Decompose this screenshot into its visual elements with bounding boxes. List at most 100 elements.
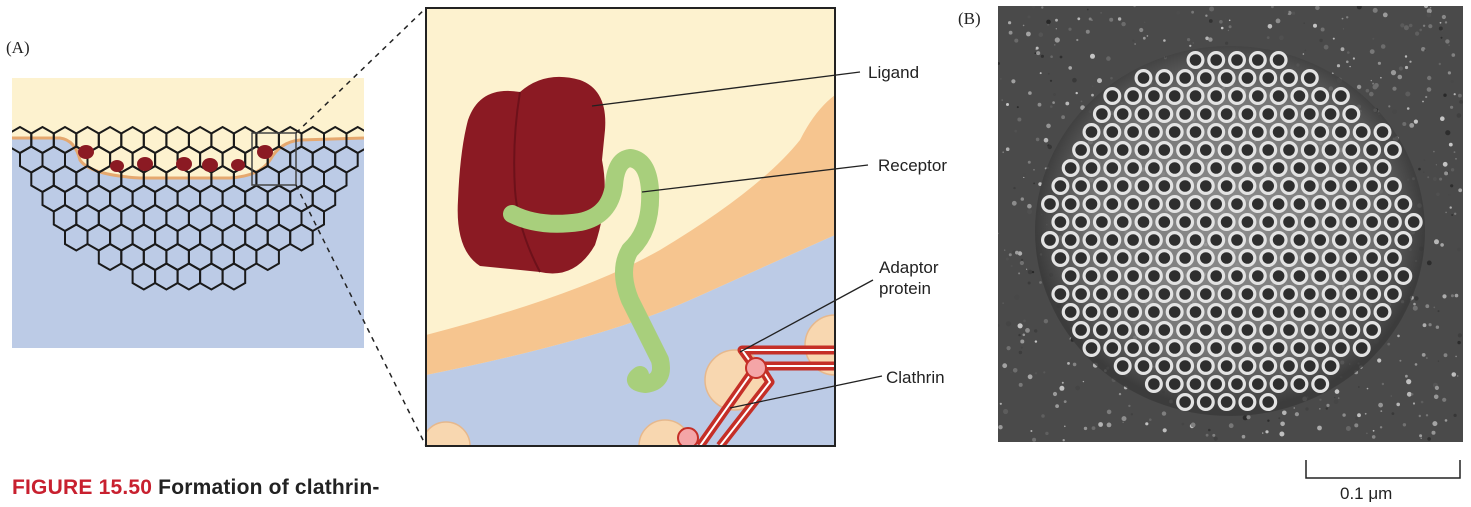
texture-speck <box>1055 37 1060 42</box>
lattice-cell <box>1157 143 1172 158</box>
texture-speck <box>1065 102 1069 106</box>
lattice-cell <box>1157 287 1172 302</box>
texture-speck <box>1414 296 1418 300</box>
texture-speck <box>1319 399 1321 401</box>
lattice-cell <box>1084 125 1099 140</box>
texture-speck <box>1059 386 1064 391</box>
lattice-cell <box>1334 341 1349 356</box>
lattice-cell <box>1334 269 1349 284</box>
texture-speck <box>1448 71 1451 74</box>
lattice-cell <box>1230 161 1245 176</box>
lattice-cell <box>1219 323 1234 338</box>
lattice-cell <box>1188 89 1203 104</box>
lattice-cell <box>1209 53 1224 68</box>
lattice-cell <box>1136 215 1151 230</box>
texture-speck <box>1347 51 1350 54</box>
lattice-cell <box>1271 161 1286 176</box>
texture-speck <box>1267 420 1269 422</box>
texture-speck <box>1449 45 1450 46</box>
texture-speck <box>1442 398 1446 402</box>
texture-speck <box>1075 386 1080 391</box>
lattice-cell <box>1365 215 1380 230</box>
texture-speck <box>1414 120 1418 124</box>
texture-speck <box>1061 115 1065 119</box>
texture-speck <box>1445 21 1447 23</box>
texture-speck <box>1139 28 1143 32</box>
texture-speck <box>1399 360 1401 362</box>
lattice-cell <box>1282 359 1297 374</box>
lattice-cell <box>1386 179 1401 194</box>
texture-speck <box>1033 169 1035 171</box>
lattice-cell <box>1334 89 1349 104</box>
lattice-cell <box>1063 269 1078 284</box>
lattice-cell <box>1198 251 1213 266</box>
lattice-cell <box>1323 251 1338 266</box>
lattice-cell <box>1147 89 1162 104</box>
lattice-cell <box>1292 89 1307 104</box>
texture-speck <box>1399 66 1403 70</box>
texture-speck <box>1333 38 1335 40</box>
texture-speck <box>1458 333 1462 337</box>
texture-speck <box>1372 38 1374 40</box>
lattice-cell <box>1178 179 1193 194</box>
texture-speck <box>1106 56 1111 61</box>
texture-speck <box>1003 303 1004 304</box>
texture-speck <box>1366 89 1370 93</box>
texture-speck <box>1366 433 1368 435</box>
texture-speck <box>1002 363 1007 368</box>
lattice-cell <box>1230 377 1245 392</box>
lattice-cell <box>1302 359 1317 374</box>
scale-bar <box>1300 456 1470 486</box>
lattice-cell <box>1386 251 1401 266</box>
texture-speck <box>1008 21 1011 24</box>
texture-speck <box>1228 30 1229 31</box>
texture-speck <box>1343 28 1344 29</box>
texture-speck <box>1319 39 1322 42</box>
lattice-cell <box>1167 269 1182 284</box>
lattice-cell <box>1167 341 1182 356</box>
lattice-cell <box>1240 323 1255 338</box>
lattice-cell <box>1147 269 1162 284</box>
lattice-cell <box>1230 305 1245 320</box>
texture-speck <box>1023 25 1025 27</box>
texture-speck <box>1457 375 1458 376</box>
lattice-cell <box>1209 341 1224 356</box>
lattice-cell <box>1053 251 1068 266</box>
texture-speck <box>1018 323 1023 328</box>
texture-speck <box>1028 161 1031 164</box>
lattice-cell <box>1250 197 1265 212</box>
lattice-cell <box>1240 143 1255 158</box>
lattice-cell <box>1095 179 1110 194</box>
texture-speck <box>1027 204 1032 209</box>
texture-speck <box>1267 36 1270 39</box>
texture-speck <box>1421 401 1424 404</box>
lattice-cell <box>1230 125 1245 140</box>
texture-speck <box>1392 87 1396 91</box>
lattice-cell <box>1271 125 1286 140</box>
texture-speck <box>1397 335 1400 338</box>
lattice-cell <box>1282 323 1297 338</box>
lattice-cell <box>1250 161 1265 176</box>
lattice-cell <box>1302 215 1317 230</box>
texture-speck <box>1400 23 1404 27</box>
texture-speck <box>1076 92 1078 94</box>
texture-speck <box>1032 438 1036 442</box>
lattice-cell <box>1105 233 1120 248</box>
texture-speck <box>1373 8 1378 13</box>
lattice-cell <box>1074 179 1089 194</box>
lattice-cell <box>1178 251 1193 266</box>
texture-speck <box>1387 343 1390 346</box>
lattice-cell <box>1250 125 1265 140</box>
texture-speck <box>1050 55 1053 58</box>
texture-speck <box>1083 381 1084 382</box>
texture-speck <box>1280 422 1285 427</box>
texture-speck <box>1279 432 1284 437</box>
texture-speck <box>1419 434 1422 437</box>
texture-speck <box>1426 414 1428 416</box>
electron-micrograph <box>998 6 1463 442</box>
texture-speck <box>1409 123 1414 128</box>
texture-speck <box>1445 130 1450 135</box>
lattice-cell <box>1219 143 1234 158</box>
lattice-cell <box>1147 161 1162 176</box>
texture-speck <box>1017 106 1019 108</box>
